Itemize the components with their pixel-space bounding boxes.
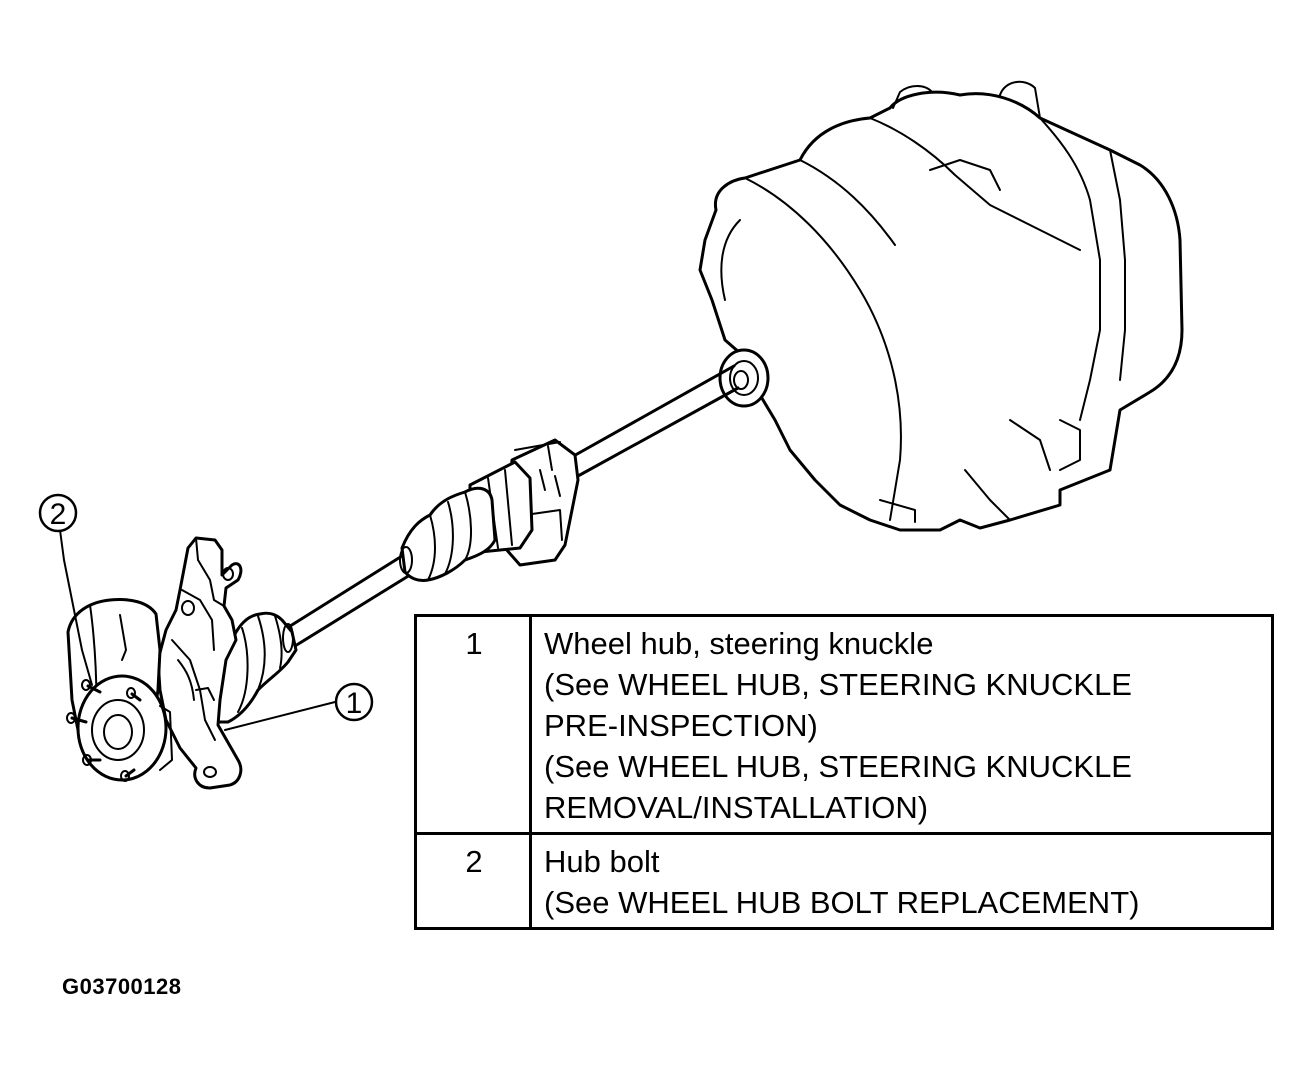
figure-code: G03700128 (62, 974, 182, 999)
reference-link[interactable]: (See WHEEL HUB BOLT REPLACEMENT) (544, 885, 1140, 920)
reference-link[interactable]: (See WHEEL HUB, STEERING KNUCKLE (544, 667, 1132, 702)
drive-shaft (285, 364, 740, 648)
outer-cv-boot (203, 611, 298, 724)
inner-cv-boot (399, 486, 497, 582)
part-number: 1 (414, 614, 532, 835)
callout-1-number: 1 (346, 687, 363, 720)
reference-link[interactable]: PRE-INSPECTION) (544, 708, 818, 743)
callout-1: 1 (334, 682, 374, 722)
parts-reference-table: 1 Wheel hub, steering knuckle (See WHEEL… (414, 614, 1274, 930)
callout-2: 2 (38, 493, 78, 533)
reference-link[interactable]: REMOVAL/INSTALLATION) (544, 790, 929, 825)
part-description: Wheel hub, steering knuckle (See WHEEL H… (529, 614, 1274, 835)
hub-bolts (66, 679, 142, 782)
leader-line-2 (59, 529, 93, 686)
transaxle-housing (698, 80, 1184, 532)
part-number: 2 (414, 832, 532, 930)
part-name: Wheel hub, steering knuckle (544, 626, 934, 661)
inner-cv-joint (468, 438, 580, 567)
table-row: 2 Hub bolt (See WHEEL HUB BOLT REPLACEME… (414, 832, 1274, 930)
differential-seal (718, 348, 770, 408)
callout-2-number: 2 (50, 498, 67, 531)
part-description: Hub bolt (See WHEEL HUB BOLT REPLACEMENT… (529, 832, 1274, 930)
leader-line-1 (224, 701, 336, 731)
wheel-hub (76, 674, 173, 782)
steering-knuckle (156, 536, 243, 790)
table-row: 1 Wheel hub, steering knuckle (See WHEEL… (414, 614, 1274, 835)
part-name: Hub bolt (544, 844, 660, 879)
reference-link[interactable]: (See WHEEL HUB, STEERING KNUCKLE (544, 749, 1132, 784)
